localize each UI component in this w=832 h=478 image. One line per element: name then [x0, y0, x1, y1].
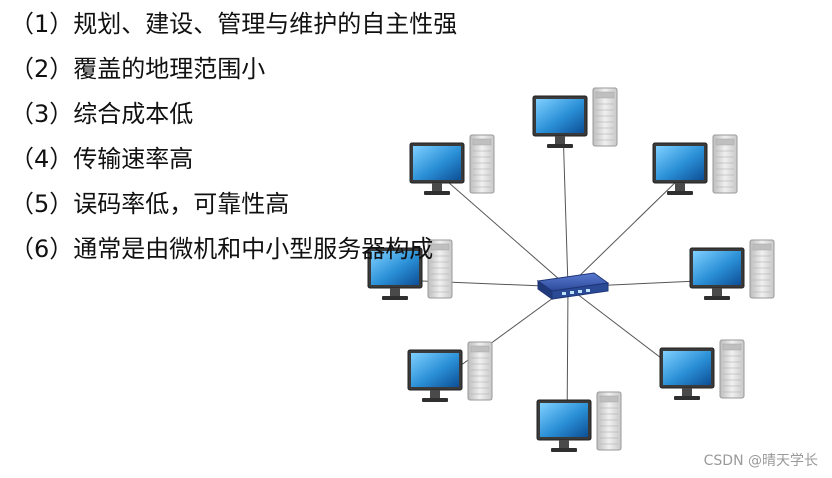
- connection-line: [562, 127, 569, 288]
- feature-item: （3）综合成本低: [10, 100, 194, 128]
- feature-list: （1）规划、建设、管理与维护的自主性强 （2）覆盖的地理范围小 （3）综合成本低…: [10, 4, 457, 274]
- desktop-computer-icon: [532, 87, 618, 149]
- feature-item: （2）覆盖的地理范围小: [10, 55, 266, 83]
- desktop-computer-icon: [536, 391, 622, 453]
- connection-line: [439, 174, 569, 288]
- desktop-computer-icon: [407, 341, 493, 403]
- desktop-computer-icon: [659, 339, 745, 401]
- connection-line: [567, 174, 684, 288]
- network-switch-icon: [536, 272, 610, 300]
- desktop-computer-icon: [652, 134, 738, 196]
- feature-item: （5）误码率低，可靠性高: [10, 190, 290, 218]
- feature-item: （1）规划、建设、管理与维护的自主性强: [10, 10, 458, 38]
- desktop-computer-icon: [689, 239, 775, 301]
- feature-item: （6）通常是由微机和中小型服务器构成: [10, 235, 434, 263]
- watermark: CSDN @晴天学长: [703, 453, 818, 469]
- feature-item: （4）传输速率高: [10, 145, 194, 173]
